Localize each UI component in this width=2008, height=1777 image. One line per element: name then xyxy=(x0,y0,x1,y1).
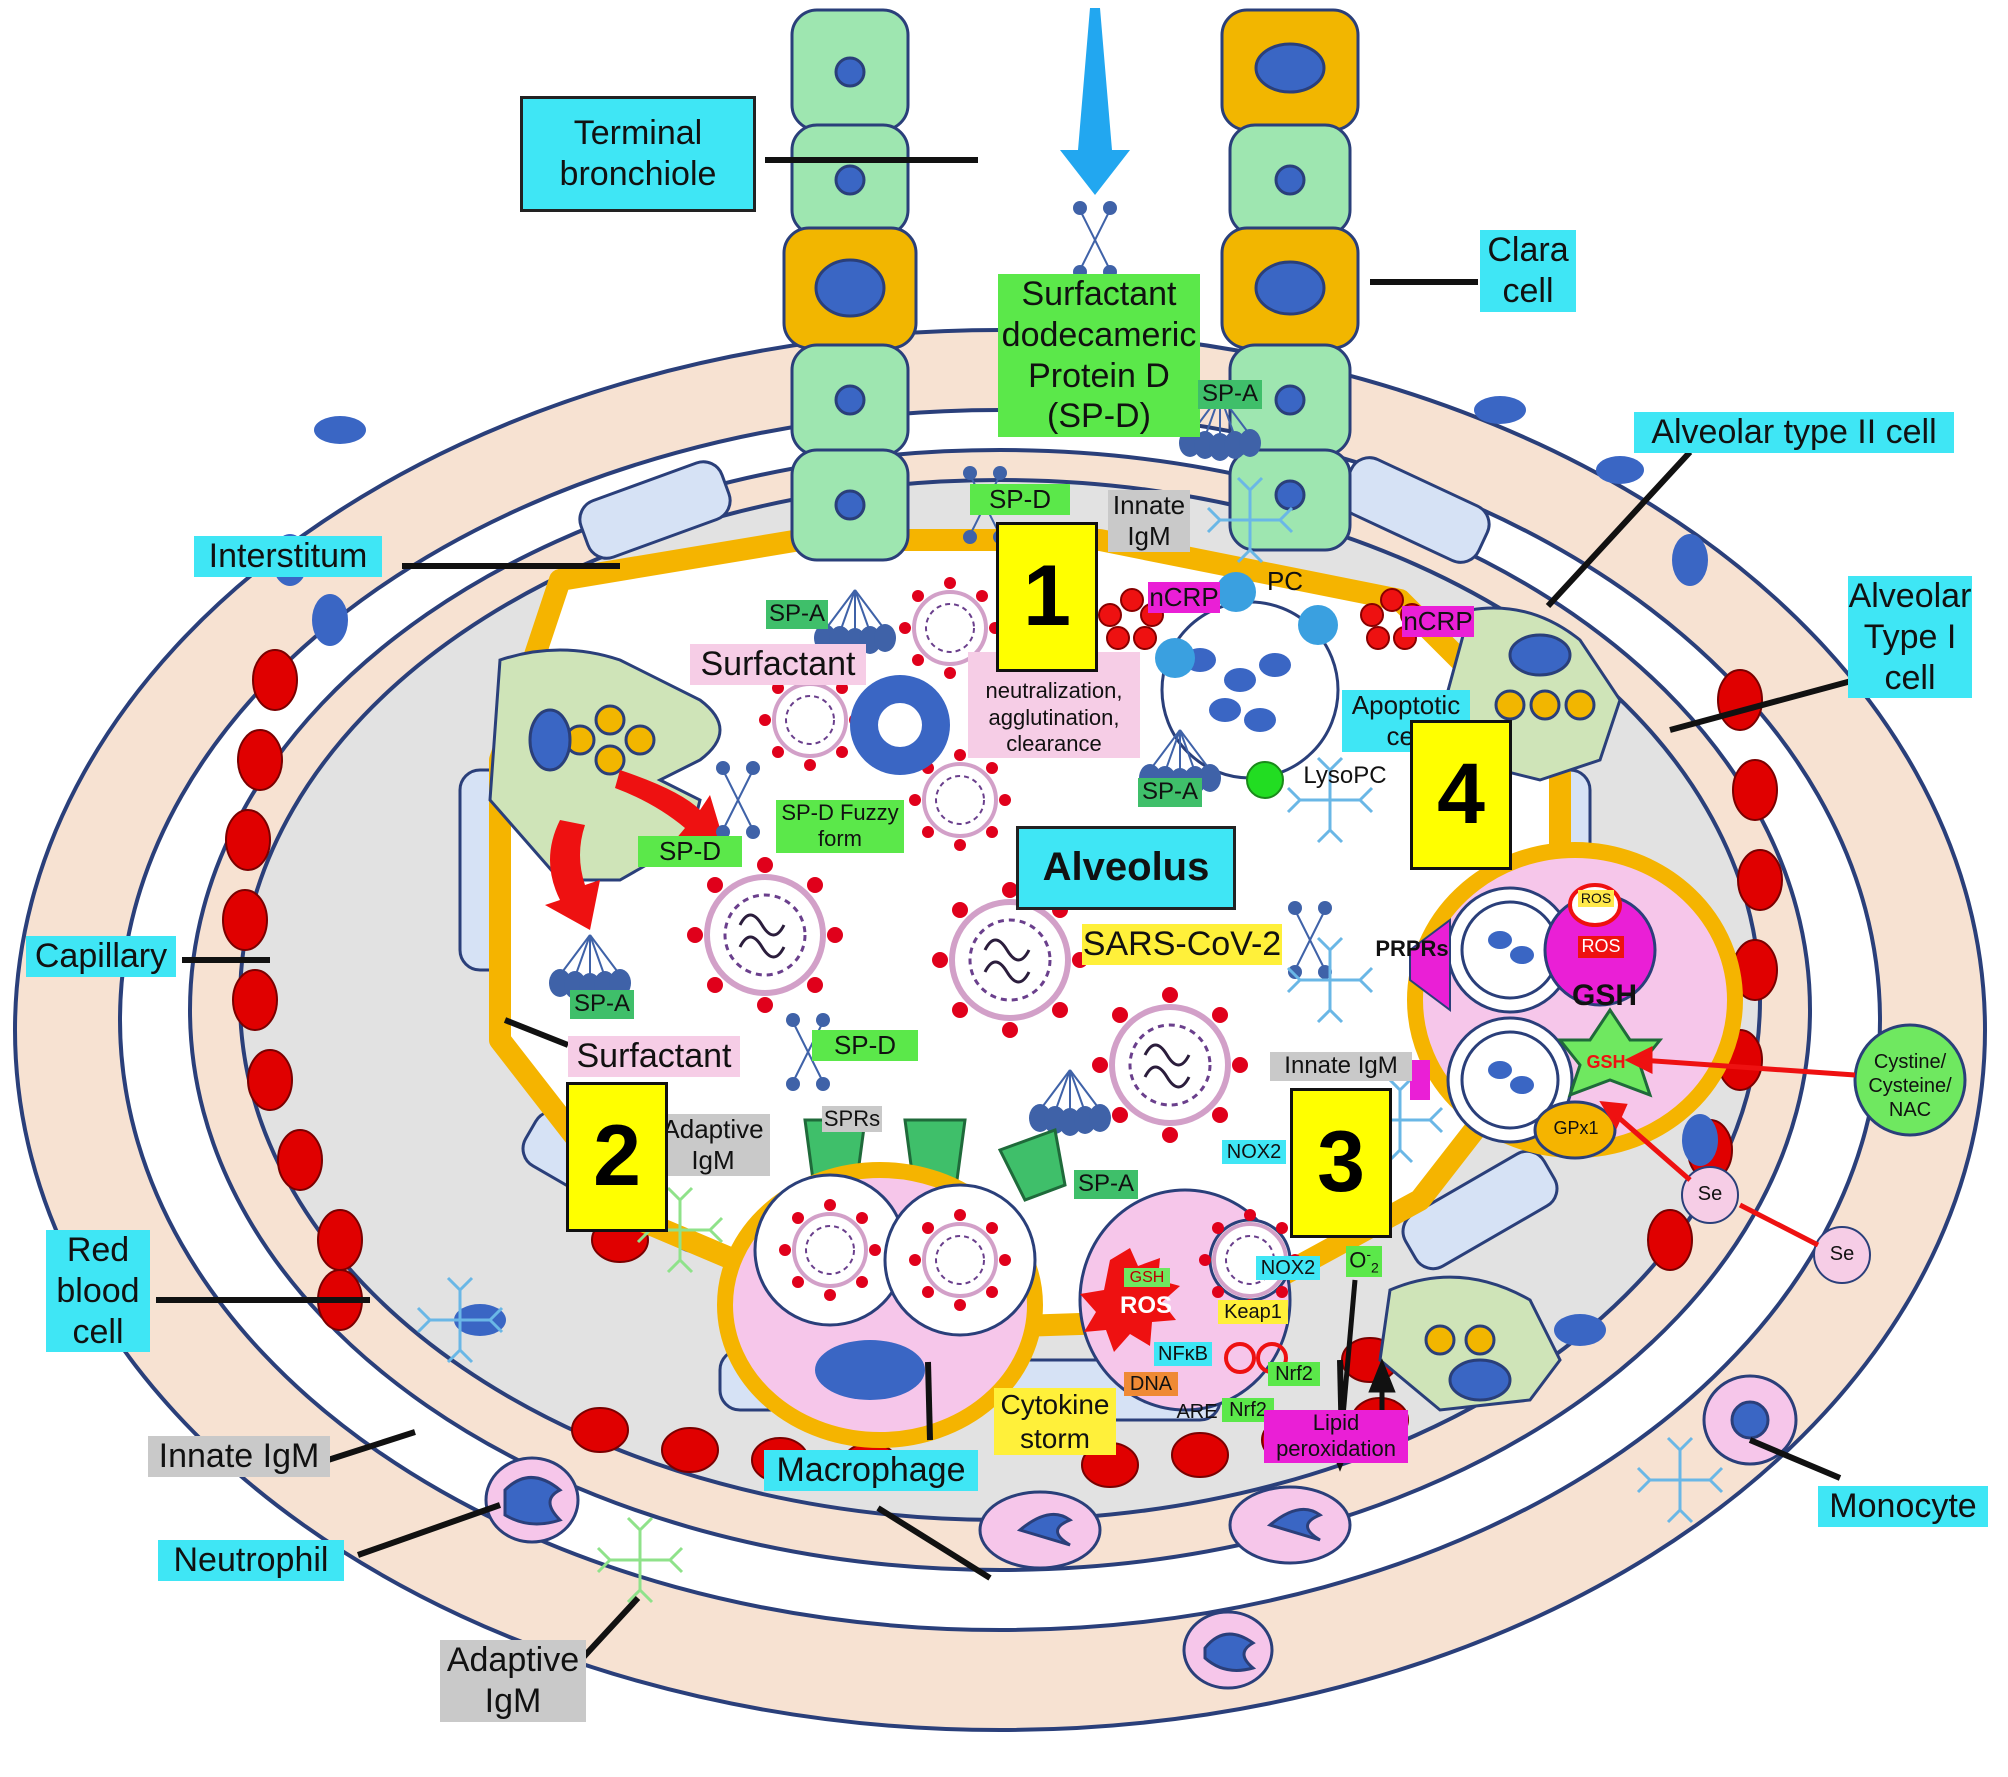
gsh-star-label: GSH xyxy=(1586,1052,1626,1072)
sp-d-label-3: SP-D xyxy=(812,1030,918,1062)
step-number-3: 3 xyxy=(1290,1088,1392,1238)
red-transport-arrows xyxy=(1599,1045,1856,1248)
clara-cell-label: Clara cell xyxy=(1480,230,1576,312)
keap1-label: Keap1 xyxy=(1218,1300,1288,1324)
gsh-small-label: GSH xyxy=(1124,1268,1170,1288)
sp-d-fuzzy-label: SP-D Fuzzy form xyxy=(776,800,904,853)
step-number-1: 1 xyxy=(996,522,1098,672)
neutrophil-label: Neutrophil xyxy=(158,1540,344,1581)
se-molecule-1 xyxy=(1681,1166,1739,1224)
sp-a-label-4: SP-A xyxy=(570,990,634,1019)
prprs-receptor xyxy=(1409,918,1451,1012)
alveolar-type-ii-label: Alveolar type II cell xyxy=(1634,412,1954,453)
type-ii-cell-bottom xyxy=(1378,1275,1562,1412)
adaptive-igm-bottom-label: Adaptive IgM xyxy=(440,1640,586,1722)
o2-minus-subscript: 2 xyxy=(1371,1259,1379,1276)
cystine-label: Cystine/ Cysteine/ NAC xyxy=(1868,1051,1952,1121)
sprs-label: SPRs xyxy=(822,1106,882,1133)
sp-a-label-3: SP-A xyxy=(1138,778,1202,807)
o2-minus-label: O-2 xyxy=(1346,1246,1382,1277)
sp-a-label-5: SP-A xyxy=(1074,1170,1138,1199)
nox2-label-1: NOX2 xyxy=(1222,1140,1286,1164)
prprs-label: PRPRs xyxy=(1375,936,1449,961)
surfactant-label-2: Surfactant xyxy=(568,1036,740,1077)
bronchiole-right xyxy=(1220,8,1360,552)
terminal-bronchiole-label: Terminal bronchiole xyxy=(520,96,756,212)
gsh-star-icon xyxy=(1556,1007,1664,1098)
alveolus-label: Alveolus xyxy=(1016,826,1236,910)
innate-igm-bottom-label: Innate IgM xyxy=(148,1436,330,1477)
interstitum-label: Interstitum xyxy=(194,536,382,577)
sp-a-label-1: SP-A xyxy=(1198,380,1262,409)
sars-cov-2-label: SARS-CoV-2 xyxy=(1082,924,1282,965)
pc-label: PC xyxy=(1266,566,1304,596)
gsh-large-label: GSH xyxy=(1572,979,1638,1012)
lysopc-label: LysoPC xyxy=(1303,762,1387,789)
o2-minus-text: O xyxy=(1349,1247,1367,1273)
step-number-2: 2 xyxy=(566,1082,668,1232)
se-label-2: Se xyxy=(1829,1243,1855,1265)
red-blood-cell-label: Red blood cell xyxy=(46,1230,150,1353)
alveolar-type-i-label: Alveolar Type I cell xyxy=(1848,576,1972,699)
red-arrows xyxy=(545,770,725,930)
adaptive-igm-label-2: Adaptive IgM xyxy=(656,1114,770,1177)
are-label: ARE xyxy=(1176,1401,1218,1423)
se-label-1: Se xyxy=(1697,1183,1723,1205)
ros-medium-label: ROS xyxy=(1578,936,1624,958)
ros-small-label: ROS xyxy=(1578,890,1614,907)
ncrp-label-1: nCRP xyxy=(1148,582,1220,614)
sp-a-label-2: SP-A xyxy=(766,600,828,629)
cystine-molecule xyxy=(1853,1023,1967,1137)
innate-igm-label-3: Innate IgM xyxy=(1270,1052,1412,1081)
gpx1-label: GPx1 xyxy=(1553,1118,1599,1138)
bronchiole-left xyxy=(782,8,918,562)
sp-d-fuzzy-form xyxy=(850,675,950,775)
capillary-label: Capillary xyxy=(26,936,176,977)
surfactant-label-1: Surfactant xyxy=(690,644,866,685)
sp-d-label-1: SP-D xyxy=(970,484,1070,516)
nfkb-label: NFκB xyxy=(1154,1342,1212,1366)
dna-label: DNA xyxy=(1124,1372,1178,1396)
macrophage-label: Macrophage xyxy=(764,1450,978,1491)
capillary-leukocytes xyxy=(484,1374,1798,1690)
se-molecule-2 xyxy=(1813,1226,1871,1284)
ros-big-label: ROS xyxy=(1119,1292,1172,1319)
step-number-4: 4 xyxy=(1410,720,1512,870)
sp-d-title-label: Surfactant dodecameric Protein D (SP-D) xyxy=(998,274,1200,438)
virus-icon xyxy=(687,857,843,1013)
sp-d-label-2: SP-D xyxy=(638,836,742,868)
down-arrow-icon xyxy=(1060,8,1130,195)
type-ii-cell-left xyxy=(488,648,722,882)
o2-minus-superscript: - xyxy=(1366,1246,1371,1262)
macrophage-cell xyxy=(717,1162,1043,1448)
lipid-peroxidation-label: Lipid peroxidation xyxy=(1264,1410,1408,1463)
cytokine-storm-label: Cytokine storm xyxy=(994,1388,1116,1456)
innate-igm-label-1: Innate IgM xyxy=(1108,490,1190,553)
monocyte-label: Monocyte xyxy=(1818,1486,1988,1527)
nox2-label-2: NOX2 xyxy=(1256,1256,1320,1280)
apoptotic-cell xyxy=(1155,572,1340,799)
ncrp-label-2: nCRP xyxy=(1402,606,1474,638)
nrf2-label-1: Nrf2 xyxy=(1268,1362,1320,1386)
